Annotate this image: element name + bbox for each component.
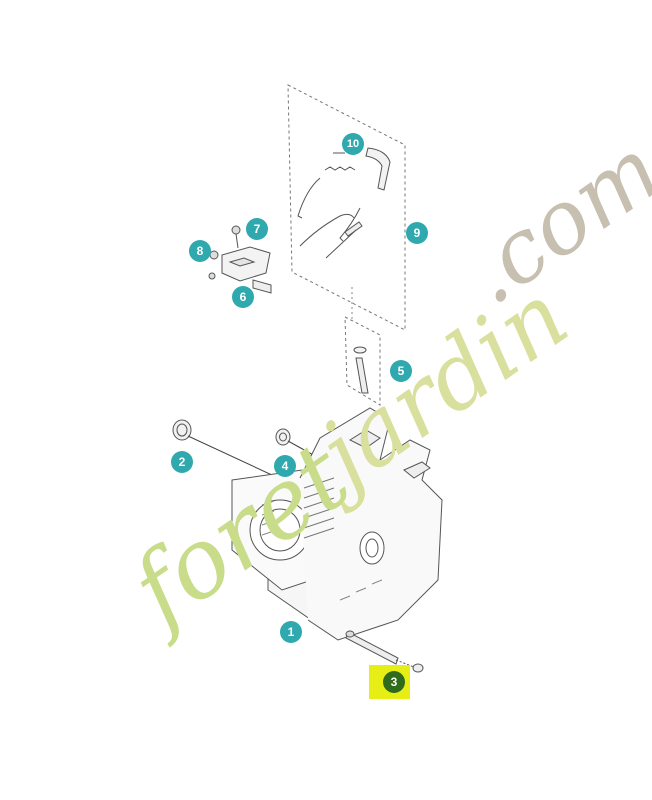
crankcase-block bbox=[231, 407, 443, 641]
callout-4[interactable]: 4 bbox=[274, 455, 296, 477]
governor-linkage bbox=[297, 140, 391, 259]
callout-1[interactable]: 1 bbox=[280, 621, 302, 643]
callout-8[interactable]: 8 bbox=[189, 240, 211, 262]
callout-9[interactable]: 9 bbox=[406, 222, 428, 244]
stud-bolt bbox=[345, 630, 424, 673]
callout-5[interactable]: 5 bbox=[390, 360, 412, 382]
group-box-5 bbox=[344, 316, 381, 406]
callout-10[interactable]: 10 bbox=[342, 133, 364, 155]
governor-shaft bbox=[353, 346, 369, 394]
callout-7[interactable]: 7 bbox=[246, 218, 268, 240]
callout-2[interactable]: 2 bbox=[171, 451, 193, 473]
group-box-9 bbox=[287, 84, 406, 331]
callout-3[interactable]: 3 bbox=[383, 671, 405, 693]
callout-6[interactable]: 6 bbox=[232, 286, 254, 308]
control-bracket bbox=[208, 225, 272, 294]
